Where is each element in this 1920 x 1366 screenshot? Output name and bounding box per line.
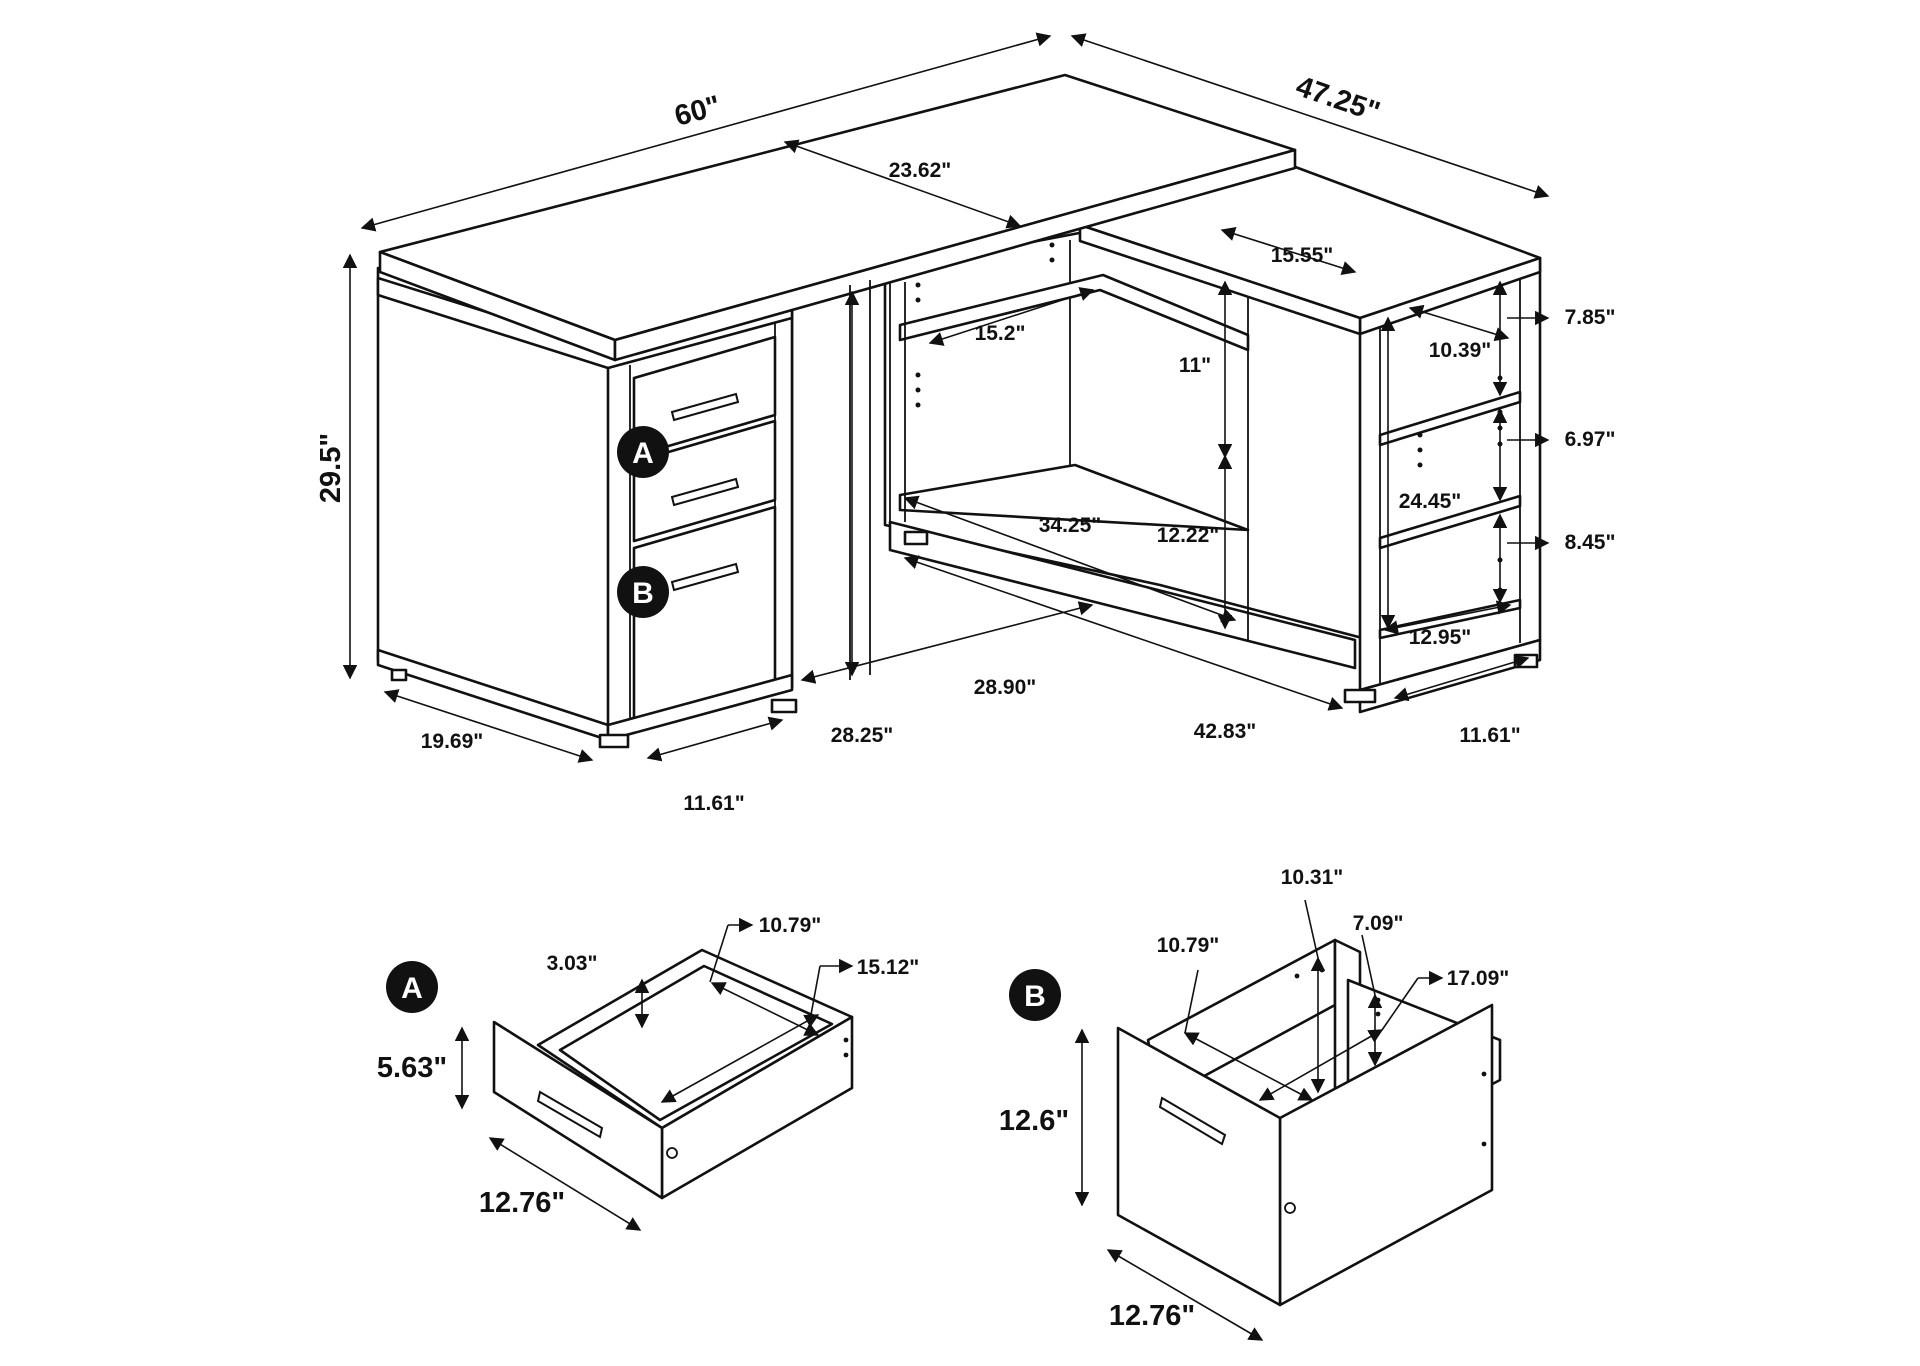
label-top-depth: 23.62" [889, 159, 952, 182]
svg-text:B: B [1024, 980, 1046, 1013]
label-drawer-a-width: 12.76" [479, 1187, 565, 1219]
svg-text:A: A [401, 972, 423, 1005]
badge-b: B [1009, 969, 1061, 1021]
pedestal-cabinet [376, 266, 798, 749]
label-drawer-b-side-height: 7.09" [1353, 912, 1404, 935]
label-drawer-a-depth-front: 3.03" [547, 952, 598, 975]
label-return-length: 42.83" [1194, 720, 1257, 743]
label-drawer-a-inner-length: 15.12" [857, 956, 920, 979]
label-cabinet-width: 11.61" [683, 792, 744, 815]
label-bookcase-top-gap: 7.85" [1565, 306, 1616, 329]
label-drawer-b-inner-length: 17.09" [1447, 967, 1510, 990]
svg-text:B: B [632, 577, 654, 610]
label-bookcase-height: 24.45" [1399, 490, 1462, 513]
desk-dimension-labels: 60" 47.25" 23.62" 15.55" 29.5" 19.69" 11… [315, 70, 1615, 815]
desk-assembly: A B [315, 32, 1615, 815]
label-knee-height: 28.25" [831, 724, 894, 747]
badge-b-on-desk: B [617, 566, 669, 618]
label-drawer-b-inner-height: 10.31" [1281, 866, 1344, 889]
badge-a: A [386, 961, 438, 1013]
label-drawer-a-height: 5.63" [377, 1052, 447, 1084]
label-upper-opening: 11" [1179, 354, 1211, 377]
label-bookcase-bottom-gap: 8.45" [1565, 531, 1616, 554]
label-drawer-a-inner-width: 10.79" [759, 914, 822, 937]
label-height: 29.5" [315, 433, 347, 503]
label-drawer-b-inner-width: 10.79" [1157, 934, 1220, 957]
label-width: 60" [671, 90, 724, 133]
label-cabinet-depth: 19.69" [421, 730, 484, 753]
drawer-handles [670, 392, 740, 592]
label-lower-opening: 12.22" [1157, 524, 1220, 547]
label-drawer-b-width: 12.76" [1109, 1300, 1195, 1332]
svg-text:A: A [632, 437, 654, 470]
label-bookcase-mid-gap: 6.97" [1565, 428, 1616, 451]
label-shelf-depth: 15.2" [975, 322, 1026, 345]
label-bookcase-shelf-depth: 10.39" [1429, 339, 1492, 362]
drawer-a-detail: A 3.03" 10.79" 15.12" 5.63" 12.76" [377, 914, 920, 1231]
label-drawer-b-height: 12.6" [999, 1105, 1069, 1137]
desk-dimension-lines [342, 32, 1550, 763]
label-bookcase-bottom-width: 12.95" [1409, 626, 1472, 649]
drawer-b-detail: B 10.31" 10.79" 7.09" 17.09" [999, 866, 1510, 1341]
label-shelf-width: 34.25" [1039, 514, 1102, 537]
label-bookcase-width: 11.61" [1459, 724, 1520, 747]
badge-a-on-desk: A [617, 426, 669, 478]
label-return-top-width: 15.55" [1271, 244, 1334, 267]
label-knee-width: 28.90" [974, 676, 1037, 699]
label-return-depth: 47.25" [1292, 70, 1384, 128]
